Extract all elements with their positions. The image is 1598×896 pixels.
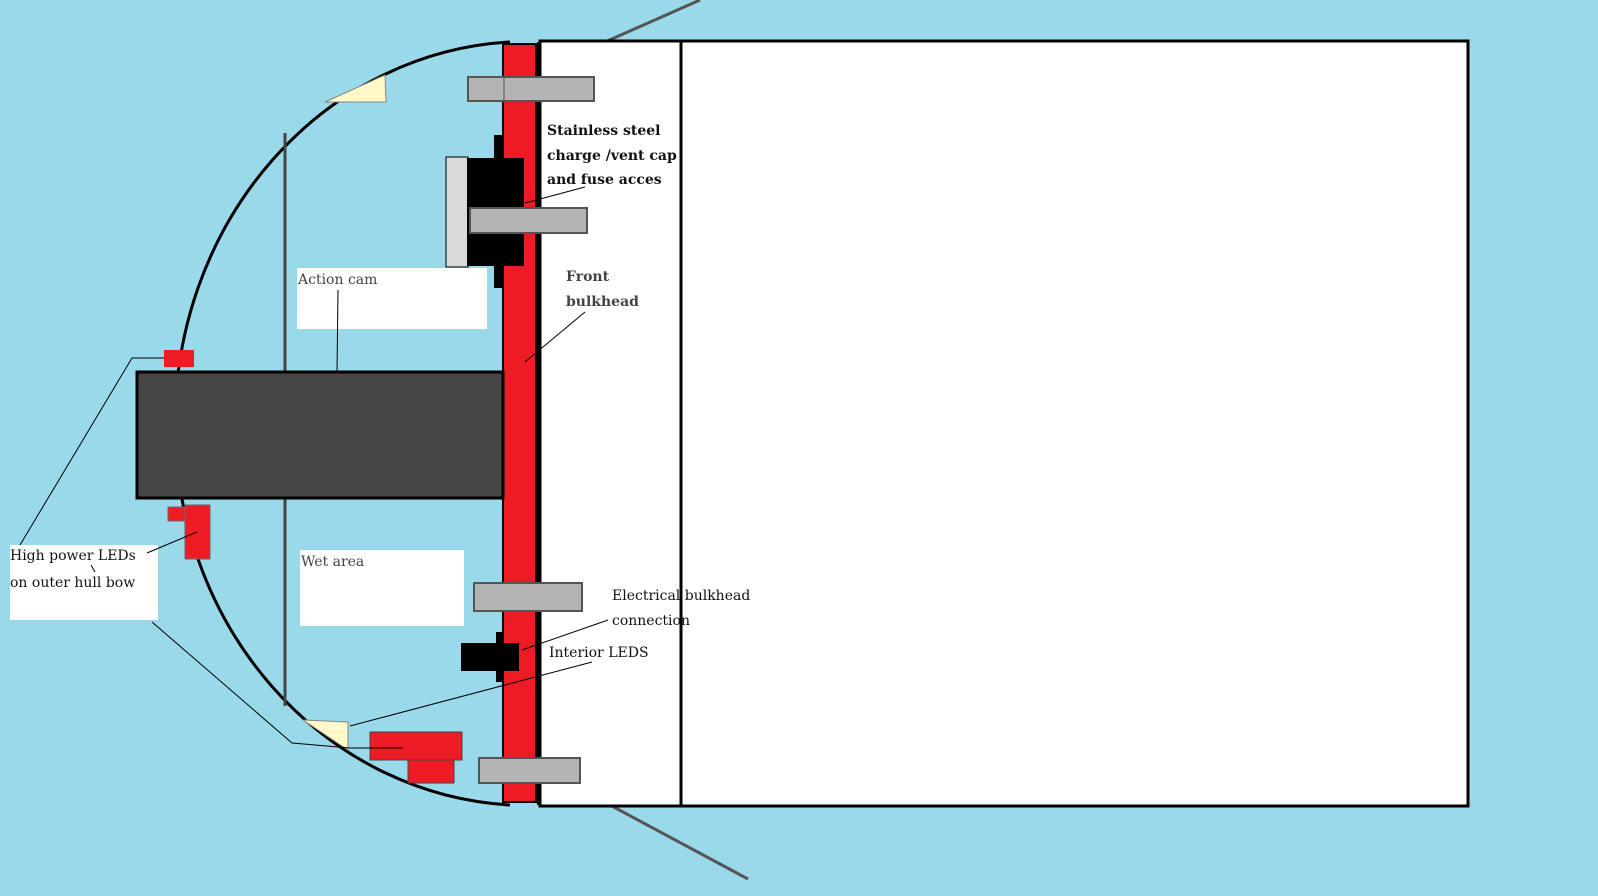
led-bottom-large (369, 731, 463, 761)
electrical-connection-label-2: connection (612, 613, 690, 629)
led-bottom-small (407, 759, 455, 784)
bolt-4 (478, 757, 581, 784)
electrical-connection-label-1: Electrical bulkhead (612, 588, 751, 604)
vent-cap-label-2: charge /vent cap (547, 148, 677, 164)
leader-lines (19, 186, 609, 749)
led-mid-small (167, 506, 187, 522)
electrical-connector (461, 643, 519, 671)
hull-top-line (604, 0, 701, 44)
action-cam-label-box (297, 268, 487, 329)
bolt-3 (473, 582, 583, 612)
bolt-2 (469, 207, 588, 234)
leds-label-box (10, 545, 158, 620)
vent-cap-face (445, 156, 469, 268)
vent-cap-label-1: Stainless steel (547, 123, 661, 139)
led-mid (184, 504, 211, 560)
hull-bottom-line (609, 803, 749, 881)
hull-body (538, 39, 1470, 808)
front-bulkhead-label-2: bulkhead (566, 294, 639, 310)
wet-area-label: Wet area (301, 554, 365, 570)
front-bulkhead-label-1: Front (566, 269, 610, 285)
high-power-leds-label-1: High power LEDs (10, 548, 136, 564)
electrical-connector-flange (496, 632, 504, 682)
action-cam-label: Action cam (298, 272, 378, 288)
vent-cap-label-3: and fuse acces (547, 172, 662, 188)
led-top (164, 350, 194, 367)
action-cam-body (135, 370, 505, 500)
high-power-leds-label-2: on outer hull bow (10, 575, 136, 591)
bolt-1 (467, 76, 595, 102)
front-bulkhead (502, 43, 537, 803)
interior-led-bottom (301, 719, 349, 751)
interior-leds-label: Interior LEDS (549, 645, 649, 661)
wet-area-label-box (300, 550, 464, 626)
interior-led-top (324, 74, 387, 103)
